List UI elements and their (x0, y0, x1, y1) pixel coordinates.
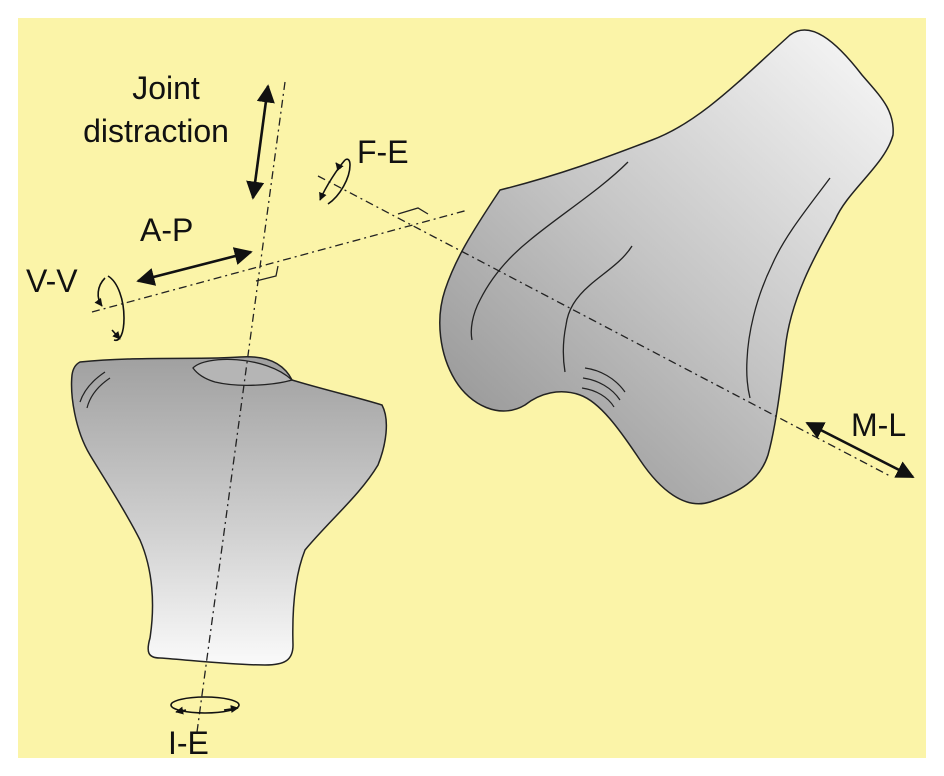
joint-distraction-label-line1: Joint (132, 70, 200, 106)
femur-contour-1 (470, 161, 629, 341)
tibia-plateau-ridge (192, 358, 294, 386)
tibia-contour-2 (86, 377, 111, 409)
joint-distraction-arrow (246, 84, 275, 200)
ml-label: M-L (851, 407, 906, 443)
femur-contour-3 (746, 177, 831, 399)
fe-rotation-symbol (319, 158, 351, 205)
femur-contour-2 (562, 245, 633, 373)
femur-contour-5 (582, 377, 621, 401)
joint-distraction-label-line2: distraction (83, 113, 229, 149)
tibia-contour-1 (79, 371, 106, 403)
ie-rotation-symbol (170, 696, 240, 715)
right-angle-marker-femur (397, 207, 429, 215)
right-angle-marker-tibia (255, 265, 279, 282)
ap-label: A-P (140, 212, 193, 248)
femur-contour-4 (584, 367, 626, 393)
ap-arrow (136, 247, 253, 286)
fe-label: F-E (357, 134, 409, 170)
ml-arrow (805, 421, 915, 479)
femur-bone (439, 29, 894, 505)
ie-label: I-E (168, 725, 209, 761)
vv-rotation-symbol (94, 275, 125, 342)
tibial-ap-axis (91, 209, 469, 313)
vv-label: V-V (26, 263, 78, 299)
femur-contour-6 (581, 387, 615, 408)
